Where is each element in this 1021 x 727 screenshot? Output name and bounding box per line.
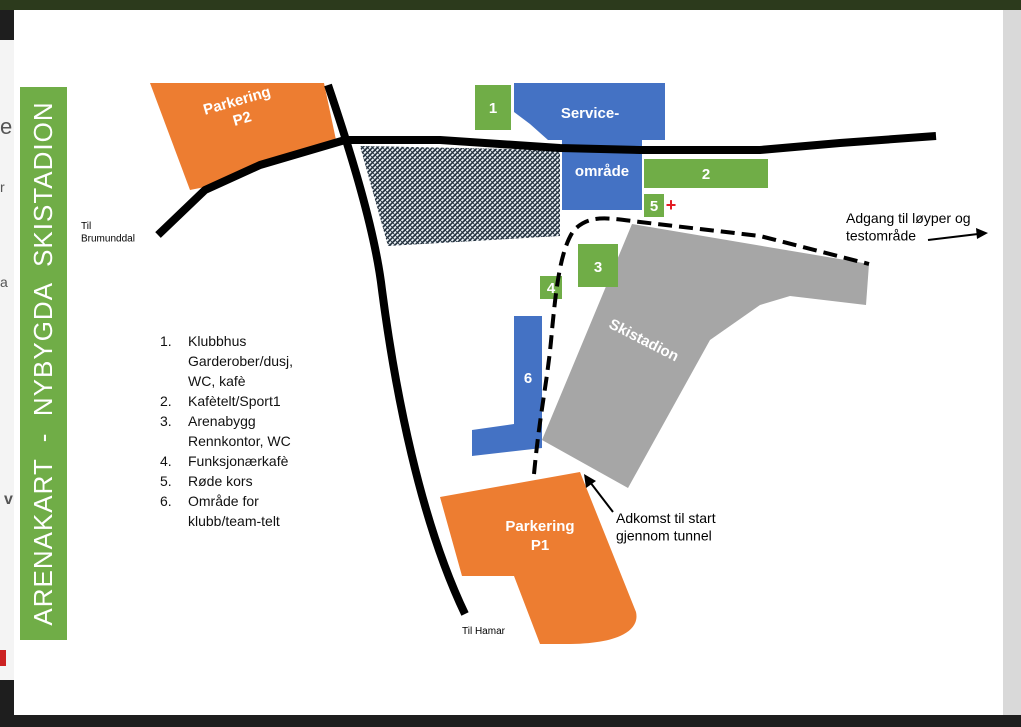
map-legend: 1.Klubbhus Garderober/dusj, WC, kafè 2.K… bbox=[160, 331, 293, 531]
ski-stadium-area bbox=[542, 224, 869, 488]
team-tent-area-6 bbox=[472, 316, 542, 456]
parking-p2-area bbox=[150, 83, 336, 190]
tunnel-path bbox=[532, 216, 870, 475]
background-text-fragment: e bbox=[0, 114, 13, 139]
tunnel-access-arrow bbox=[584, 474, 614, 513]
legend-item: 2.Kafètelt/Sport1 bbox=[160, 393, 281, 409]
window-top-strip bbox=[0, 0, 1021, 10]
marker-6-label: 6 bbox=[524, 370, 532, 387]
service-label-top: Service- bbox=[561, 105, 619, 122]
road-east-west bbox=[155, 132, 937, 238]
background-red-mark bbox=[0, 650, 6, 666]
legend-item: 1.Klubbhus Garderober/dusj, WC, kafè bbox=[160, 333, 294, 389]
marker-1 bbox=[475, 85, 511, 130]
legend-item: 5.Røde kors bbox=[160, 473, 253, 489]
marker-5-label: 5 bbox=[650, 198, 658, 215]
marker-1-label: 1 bbox=[489, 100, 497, 117]
marker-3 bbox=[578, 244, 618, 287]
legend-item: 4.Funksjonærkafè bbox=[160, 453, 289, 469]
marker-3-label: 3 bbox=[594, 259, 602, 276]
background-text-fragment: v bbox=[4, 491, 13, 508]
marker-4-label: 4 bbox=[547, 280, 556, 297]
marker-5 bbox=[644, 194, 664, 217]
road-south bbox=[324, 83, 469, 616]
background-text-fragment: r bbox=[0, 179, 5, 195]
hatched-area bbox=[360, 146, 560, 246]
legend-item: 6.Område for klubb/team-telt bbox=[160, 493, 280, 529]
parking-p1-area bbox=[440, 472, 637, 645]
service-label-bottom: område bbox=[575, 163, 629, 180]
red-cross-icon: + bbox=[666, 195, 677, 215]
road-label-hamar: Til Hamar bbox=[462, 626, 506, 637]
trail-access-arrow bbox=[927, 228, 988, 241]
map-title-bar bbox=[20, 87, 67, 640]
lightbox-scroll-edge bbox=[1003, 10, 1021, 715]
marker-2 bbox=[644, 159, 768, 188]
legend-item: 3.Arenabygg Rennkontor, WC bbox=[160, 413, 291, 449]
background-text-fragment: a bbox=[0, 274, 8, 290]
background-page bbox=[0, 40, 16, 680]
marker-2-label: 2 bbox=[702, 166, 710, 183]
